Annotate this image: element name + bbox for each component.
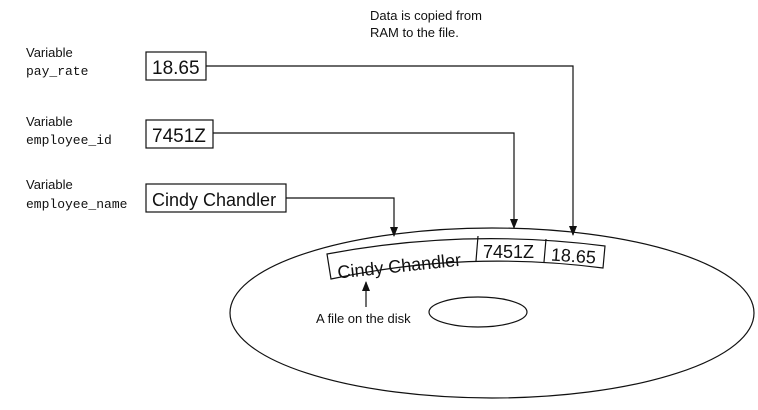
copy-note-line-2: RAM to the file. [370,25,459,40]
disk-file-caption: A file on the disk [316,311,411,326]
disk-hole [428,296,528,328]
variable-label: Variable [26,177,73,192]
disk-outline [229,227,755,399]
variable-value: 7451Z [152,126,206,147]
arrow-employee-name-to-file [286,197,398,237]
variable-employee-id: Variable employee_id 7451Z [26,114,214,149]
variable-name: employee_id [26,133,112,148]
arrow-employee-id-to-file [213,132,518,229]
variable-pay-rate: Variable pay_rate 18.65 [26,45,207,81]
variable-label: Variable [26,45,73,60]
copy-note-line-1: Data is copied from [370,8,482,23]
variable-label: Variable [26,114,73,129]
record-field-rate: 18.65 [550,244,596,267]
arrow-pay-rate-to-file [206,65,577,236]
disk: Cindy Chandler 7451Z 18.65 A file on the… [229,227,755,399]
variable-value: 18.65 [152,58,200,79]
variable-value-box [145,183,287,213]
record-divider [475,235,479,262]
variable-value-box [145,51,207,81]
variable-name: employee_name [26,197,127,212]
disk-file-record: Cindy Chandler 7451Z 18.65 [326,235,606,283]
record-divider [543,238,547,263]
variable-employee-name: Variable employee_name Cindy Chandler [26,177,287,213]
record-field-id: 7451Z [483,242,534,262]
record-outline [326,238,606,280]
variable-value: Cindy Chandler [152,190,276,210]
variable-name: pay_rate [26,64,88,79]
variable-value-box [145,119,214,149]
